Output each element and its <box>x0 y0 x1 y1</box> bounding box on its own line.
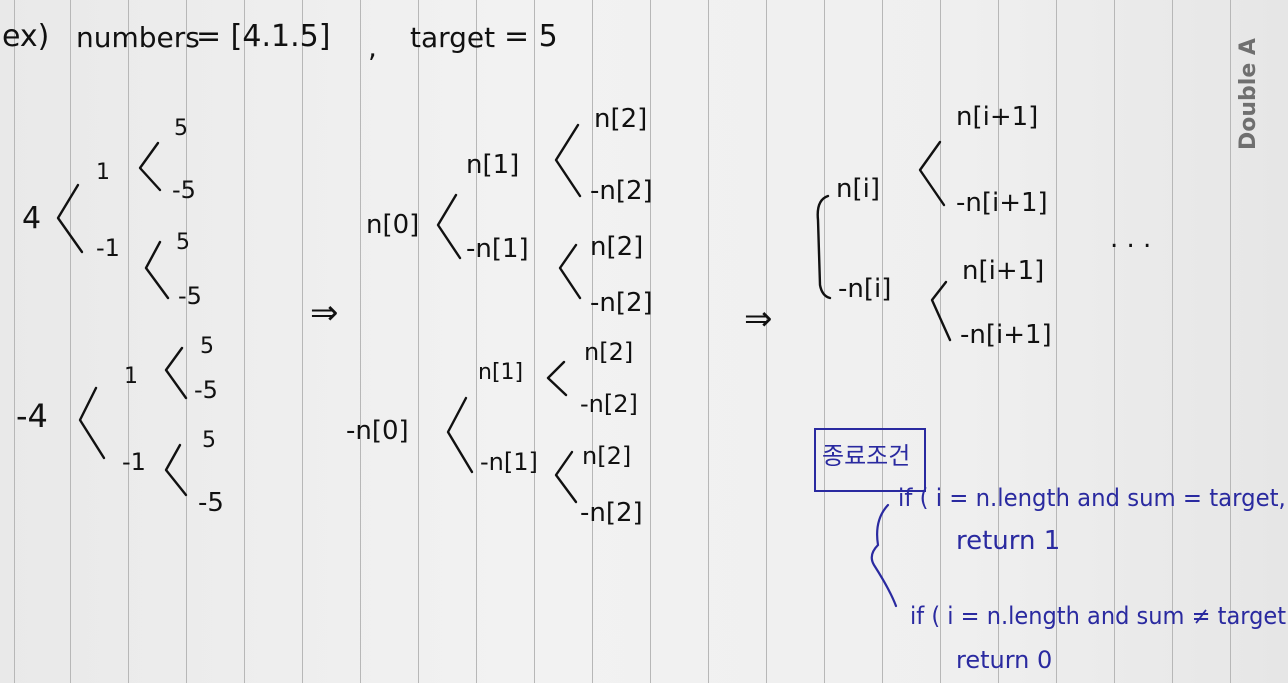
tree3-node: n[i+1] <box>956 102 1039 132</box>
arrow-icon: ⇒ <box>310 293 339 333</box>
bracket-mark <box>554 123 582 198</box>
condition-title: 종료조건 <box>822 442 911 470</box>
tree2-node: -n[2] <box>590 288 653 318</box>
tree1-node: -5 <box>198 488 224 518</box>
ruled-line <box>650 0 651 683</box>
tree3-node: -n[i+1] <box>956 188 1048 218</box>
ruled-line <box>360 0 361 683</box>
ruled-line <box>708 0 709 683</box>
tree1-node: 4 <box>22 201 42 236</box>
tree1-node: 1 <box>96 160 110 185</box>
tree2-node: n[2] <box>590 232 644 262</box>
condition-title-box <box>814 428 926 492</box>
tree2-node: -n[0] <box>346 416 409 446</box>
tree3-node: -n[i] <box>838 274 892 304</box>
tree2-node: n[2] <box>584 338 634 366</box>
bracket-mark <box>918 140 946 207</box>
ruled-line <box>940 0 941 683</box>
condition-line: if ( i = n.length and sum = target, <box>898 484 1286 512</box>
bracket-mark <box>144 240 170 300</box>
arrow-icon: ⇒ <box>744 299 773 339</box>
tree2-node: n[2] <box>594 104 648 134</box>
ruled-line <box>1172 0 1173 683</box>
tree2-node: n[1] <box>466 150 520 180</box>
bracket-mark <box>164 346 188 400</box>
tree1-node: -4 <box>16 397 48 435</box>
ruled-line <box>882 0 883 683</box>
tree2-node: n[2] <box>582 442 632 470</box>
continuation-dots: . . . <box>1110 224 1152 254</box>
tree2-node: -n[1] <box>466 234 529 264</box>
condition-line: if ( i = n.length and sum ≠ target <box>910 602 1287 630</box>
ruled-line <box>1230 0 1231 683</box>
comma: , <box>368 31 377 64</box>
ruled-line <box>592 0 593 683</box>
ruled-line <box>70 0 71 683</box>
bracket-mark <box>78 386 106 460</box>
bracket-mark <box>930 280 952 342</box>
ruled-line <box>14 0 15 683</box>
tree1-node: 5 <box>174 116 188 141</box>
bracket-mark <box>138 141 162 192</box>
tree1-node: -1 <box>122 448 146 476</box>
tree2-node: n[0] <box>366 210 420 240</box>
tree2-node: -n[1] <box>480 448 538 476</box>
condition-line: return 1 <box>956 526 1061 556</box>
ruled-line <box>476 0 477 683</box>
ruled-line <box>1114 0 1115 683</box>
tree1-node: -1 <box>96 234 120 262</box>
ruled-line <box>186 0 187 683</box>
numbers-value: = [4.1.5] <box>196 19 331 54</box>
bracket-mark <box>816 194 832 300</box>
ruled-line <box>244 0 245 683</box>
ruled-line <box>824 0 825 683</box>
ruled-line <box>1056 0 1057 683</box>
tree1-node: -5 <box>194 376 218 404</box>
tree2-node: n[1] <box>478 360 524 385</box>
bracket-mark <box>436 193 462 260</box>
tree1-node: 5 <box>200 334 214 359</box>
tree2-node: -n[2] <box>580 390 638 418</box>
numbers-label: numbers <box>76 21 200 54</box>
bracket-mark <box>56 183 84 254</box>
ruled-line <box>534 0 535 683</box>
bracket-mark <box>870 503 898 608</box>
tree1-node: 5 <box>176 230 190 255</box>
tree1-node: 1 <box>124 364 138 389</box>
ruled-line <box>128 0 129 683</box>
tree1-node: -5 <box>172 176 196 204</box>
tree2-node: -n[2] <box>590 176 653 206</box>
tree1-node: -5 <box>178 282 202 310</box>
example-prefix: ex) <box>2 19 50 54</box>
tree2-node: -n[2] <box>580 498 643 528</box>
target-value: = 5 <box>504 19 558 54</box>
condition-line: return 0 <box>956 646 1053 674</box>
ruled-line <box>766 0 767 683</box>
tree1-node: 5 <box>202 428 216 453</box>
tree3-node: n[i] <box>836 174 880 204</box>
target-label: target <box>410 21 496 54</box>
ruled-line <box>998 0 999 683</box>
bracket-mark <box>164 443 188 497</box>
ruled-line <box>418 0 419 683</box>
bracket-mark <box>446 396 474 474</box>
ruled-line <box>302 0 303 683</box>
bracket-mark <box>546 360 568 397</box>
tree3-node: n[i+1] <box>962 256 1045 286</box>
bracket-mark <box>554 450 578 504</box>
bracket-mark <box>558 243 582 300</box>
tree3-node: -n[i+1] <box>960 320 1052 350</box>
